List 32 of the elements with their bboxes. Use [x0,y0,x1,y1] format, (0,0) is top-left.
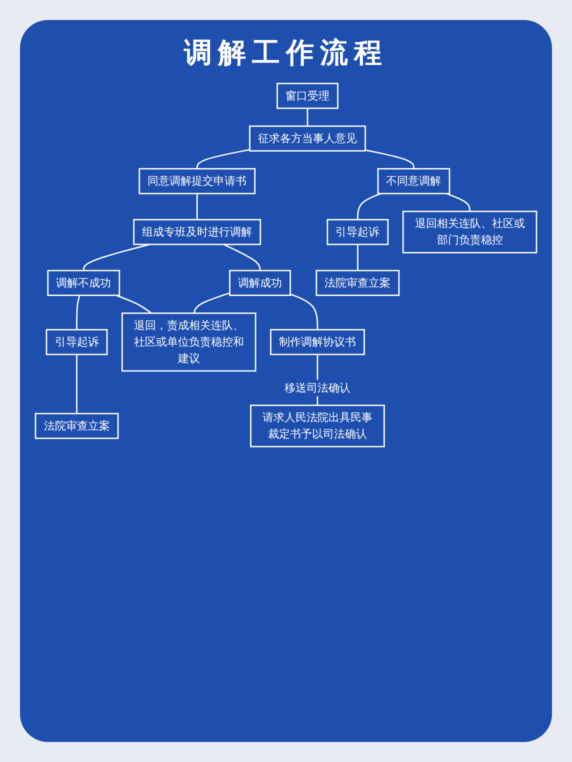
node-box [121,312,256,372]
node-box [138,168,256,194]
node-box [270,329,365,356]
connector [116,294,152,314]
node-box [46,329,108,356]
connector [290,294,318,330]
node-box [316,270,400,296]
node-box [276,82,338,109]
connector [193,292,230,314]
node-box [133,218,262,246]
connector [196,194,198,220]
edge-label: 移送司法确认 [284,381,350,394]
connector [365,149,414,169]
connector [82,244,150,271]
connector [446,192,470,212]
connector [357,244,358,271]
node-box [250,404,385,448]
connector [357,192,382,220]
connector [196,149,250,169]
connector [223,244,261,271]
node-box [229,270,291,296]
connector [76,354,78,414]
title: 调解工作流程 [184,35,388,71]
node-box [377,168,450,194]
node-box [249,125,366,152]
node-box [34,412,119,440]
sign-panel: 调解工作流程 窗口受理 征求各方当事人意见 同意调解提交申请书 不同意调解 组成专班及时进行调解 引导起诉 法院审查立案 退回相关连队、社区或部门负责稳控 调解不成功 调解成功 引导起诉 法院审查立案 制作调解协议书 请求人民法院出具民事裁定书予以司法确认 退回，责成相关连队、社区或单位负责稳控和建议 移送司法确认 [20,20,552,742]
node-box [402,210,538,254]
connector [76,295,80,330]
connector [306,108,308,126]
node-box [47,270,120,296]
node-box [326,218,389,246]
